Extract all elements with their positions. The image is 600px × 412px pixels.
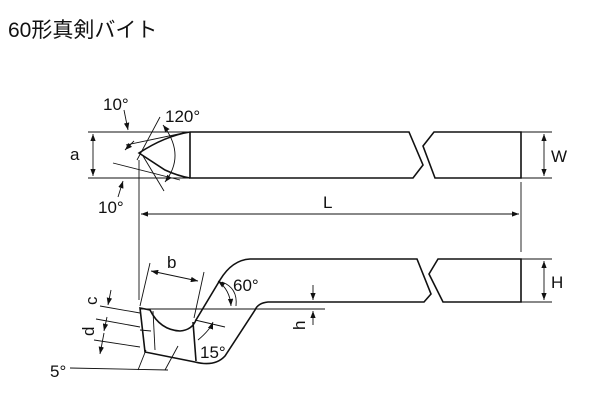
- label-angle-120: 120°: [165, 107, 200, 126]
- label-angle-5: 5°: [50, 362, 66, 381]
- label-angle-60: 60°: [233, 276, 259, 295]
- label-W: W: [551, 147, 567, 166]
- label-L: L: [323, 193, 332, 212]
- label-angle-15: 15°: [200, 343, 226, 362]
- label-d: d: [79, 327, 98, 336]
- label-h: h: [290, 321, 309, 330]
- label-c: c: [82, 296, 101, 305]
- label-angle-10-lower: 10°: [98, 198, 124, 217]
- label-H: H: [551, 273, 563, 292]
- label-b: b: [167, 253, 176, 272]
- label-a: a: [70, 145, 80, 164]
- length-dimension: L: [138, 160, 522, 300]
- side-view: b 60° 15° 5° H c d h: [50, 253, 563, 381]
- drawing-title: 60形真剣バイト: [8, 19, 158, 42]
- label-angle-10-upper: 10°: [103, 95, 129, 114]
- top-view: a 10° 10° 120° W: [70, 95, 567, 217]
